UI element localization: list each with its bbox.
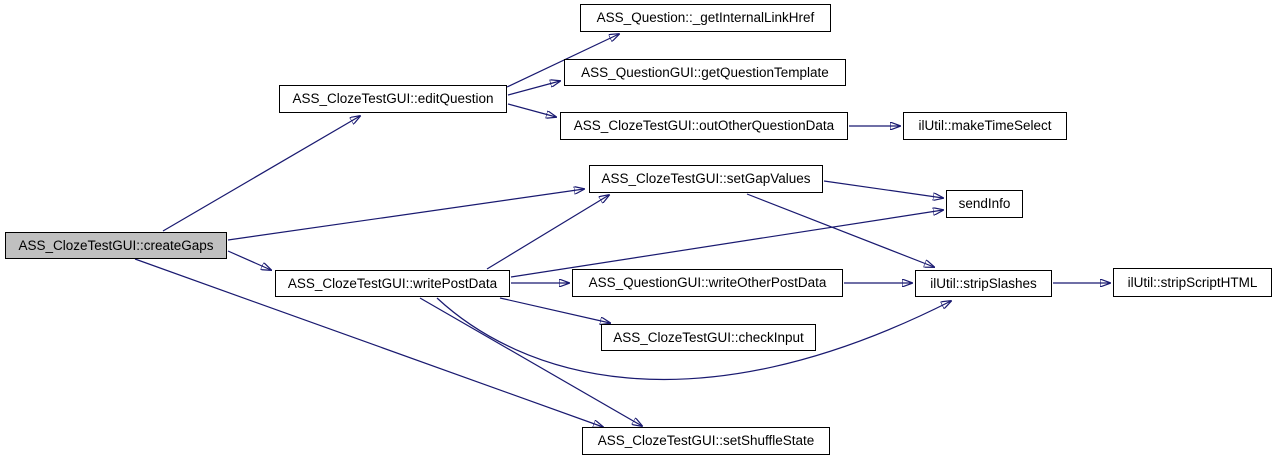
node-check-input[interactable]: ASS_ClozeTestGUI::checkInput <box>601 324 816 351</box>
node-strip-script-html[interactable]: ilUtil::stripScriptHTML <box>1113 268 1272 297</box>
edge-createGaps-setGapValues <box>227 189 584 241</box>
edge-editQuestion-getQuestionTemplate <box>507 81 560 96</box>
node-make-time-select[interactable]: ilUtil::makeTimeSelect <box>903 112 1067 140</box>
node-write-post-data[interactable]: ASS_ClozeTestGUI::writePostData <box>275 270 510 297</box>
edge-setGapValues-stripSlashes <box>746 193 934 267</box>
edge-setGapValues-sendInfo <box>823 180 943 198</box>
edge-writePostData-setGapValues <box>486 195 609 270</box>
node-set-shuffle-state[interactable]: ASS_ClozeTestGUI::setShuffleState <box>582 427 830 455</box>
edge-writePostData-stripSlashes <box>436 297 951 381</box>
node-get-internal-link-href[interactable]: ASS_Question::_getInternalLinkHref <box>580 4 831 32</box>
node-get-question-template[interactable]: ASS_QuestionGUI::getQuestionTemplate <box>564 59 846 86</box>
node-strip-slashes[interactable]: ilUtil::stripSlashes <box>915 270 1052 297</box>
node-set-gap-values[interactable]: ASS_ClozeTestGUI::setGapValues <box>589 165 823 193</box>
node-out-other-question-data[interactable]: ASS_ClozeTestGUI::outOtherQuestionData <box>560 112 848 140</box>
edge-createGaps-setShuffleState <box>134 258 603 427</box>
edge-createGaps-editQuestion <box>162 116 360 232</box>
edge-editQuestion-outOtherQuestionData <box>507 103 556 117</box>
node-write-other-post-data[interactable]: ASS_QuestionGUI::writeOtherPostData <box>572 269 843 297</box>
edge-createGaps-writePostData <box>227 250 271 270</box>
edge-writePostData-checkInput <box>499 297 610 323</box>
node-create-gaps[interactable]: ASS_ClozeTestGUI::createGaps <box>5 232 227 259</box>
edge-writePostData-sendInfo <box>510 210 943 278</box>
edge-editQuestion-getInternalLinkHref <box>506 34 619 88</box>
node-edit-question[interactable]: ASS_ClozeTestGUI::editQuestion <box>279 85 507 113</box>
edge-writePostData-setShuffleState <box>419 297 642 426</box>
node-send-info[interactable]: sendInfo <box>946 190 1023 218</box>
